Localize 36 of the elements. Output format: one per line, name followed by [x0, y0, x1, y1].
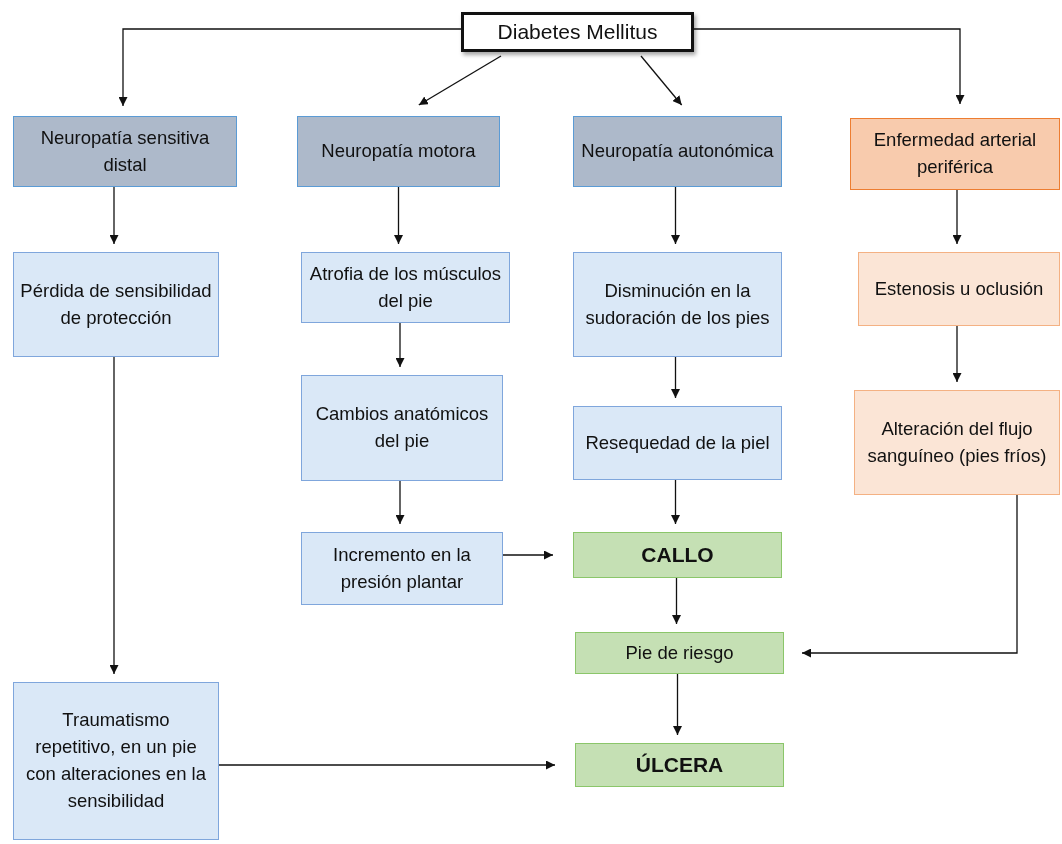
arrow — [693, 28, 965, 105]
arrow — [394, 186, 403, 245]
process-box: Pérdida de sensibilidad de protección — [13, 252, 219, 357]
outcome-box: Pie de riesgo — [575, 632, 784, 674]
category-box: Neuropatía autonómica — [573, 116, 782, 187]
arrow — [395, 322, 405, 368]
process-box: Disminución en la sudoración de los pies — [573, 252, 782, 357]
arrow — [109, 186, 119, 245]
arrow — [672, 577, 681, 625]
arrow — [801, 494, 1018, 658]
arrow — [418, 55, 502, 106]
arrow — [671, 186, 680, 245]
process-box: Alteración del flujo sanguíneo (pies fríos) — [854, 390, 1060, 495]
arrow — [952, 189, 962, 245]
arrow — [671, 356, 680, 399]
arrow — [673, 673, 682, 736]
process-box: Incremento en la presión plantar — [301, 532, 503, 605]
arrow — [671, 479, 680, 525]
process-box: Cambios anatómicos del pie — [301, 375, 503, 481]
category-box: Neuropatía sensitiva distal — [13, 116, 237, 187]
arrow — [218, 760, 556, 770]
arrow — [952, 325, 962, 383]
category-box: Neuropatía motora — [297, 116, 500, 187]
outcome-box: CALLO — [573, 532, 782, 578]
process-box: Traumatismo repetitivo, en un pie con alteraciones en la sensibilidad — [13, 682, 219, 840]
process-box: Atrofia de los músculos del pie — [301, 252, 510, 323]
category-box: Enfermedad arterial periférica — [850, 118, 1060, 190]
process-box: Estenosis u oclusión — [858, 252, 1060, 326]
arrow — [502, 550, 554, 560]
outcome-box: ÚLCERA — [575, 743, 784, 787]
process-box: Resequedad de la piel — [573, 406, 782, 480]
title-box: Diabetes Mellitus — [461, 12, 694, 52]
arrow — [118, 28, 462, 107]
arrow — [395, 480, 405, 525]
arrow — [640, 55, 683, 106]
arrow — [109, 356, 119, 675]
